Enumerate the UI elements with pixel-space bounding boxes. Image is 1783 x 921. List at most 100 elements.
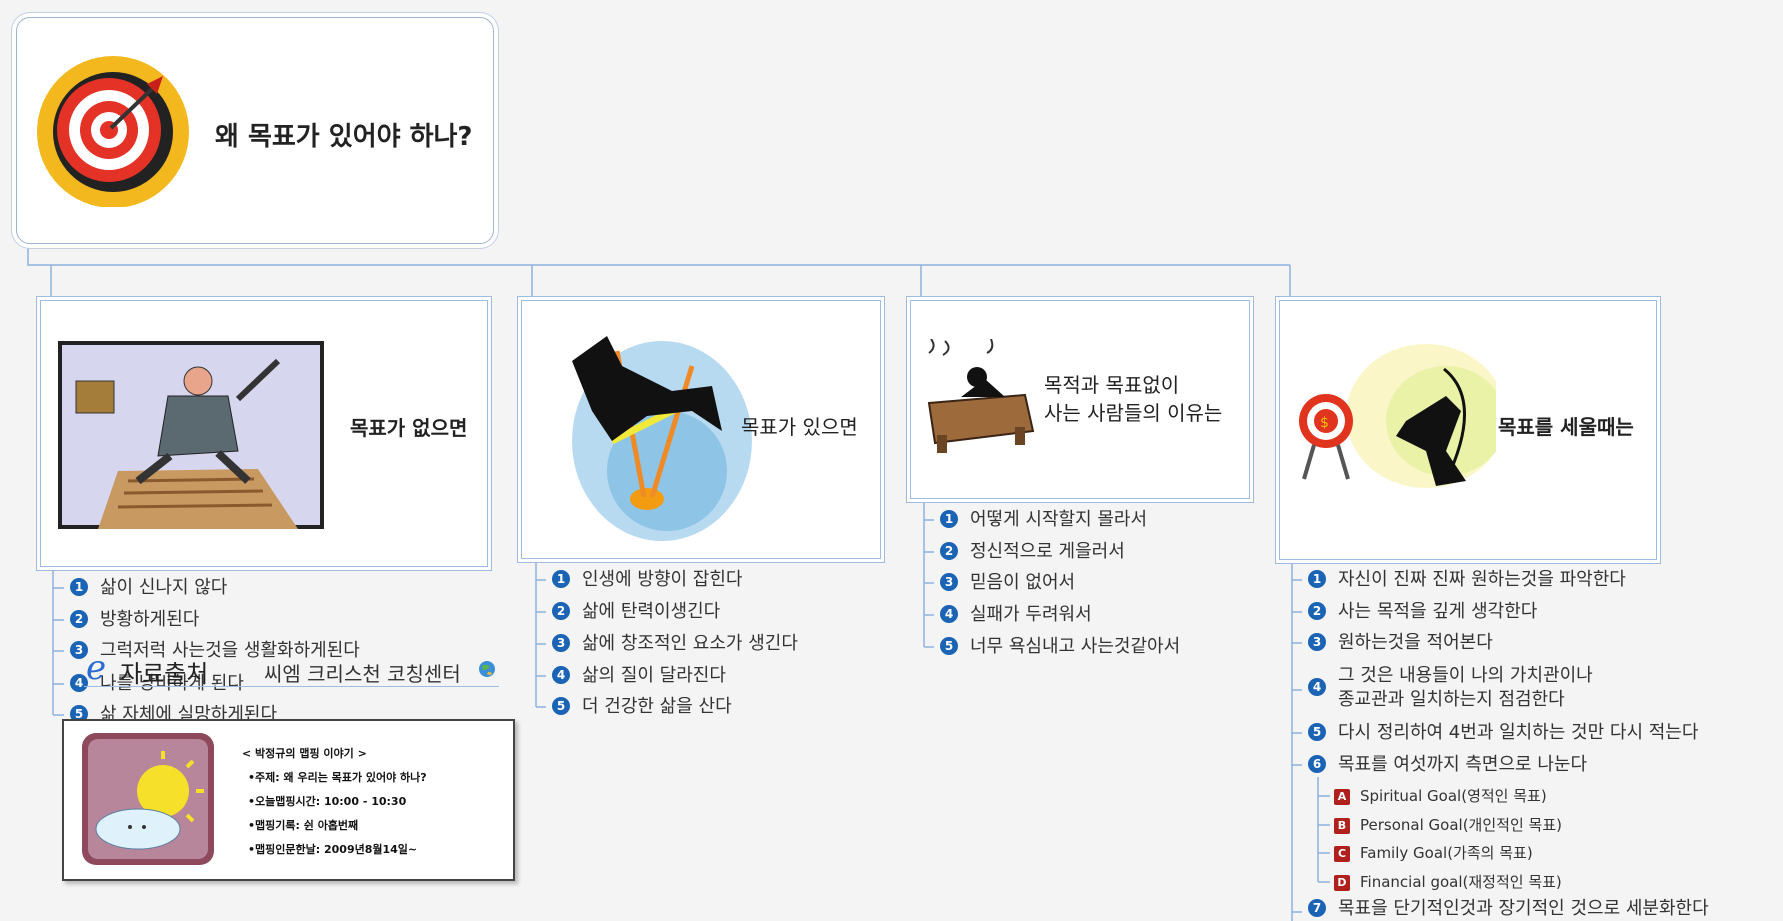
letter-badge-icon: C bbox=[1334, 846, 1350, 862]
number-badge-icon: 3 bbox=[1308, 633, 1326, 651]
card-line: •주제: 왜 우리는 목표가 있어야 하나? bbox=[248, 771, 427, 784]
number-badge-icon: 2 bbox=[552, 602, 570, 620]
list-item[interactable]: 4 그 것은 내용들이 나의 가치관이나 종교관과 일치하는지 점검한다 bbox=[1308, 664, 1593, 712]
source-org: 씨엠 크리스천 코칭센터 bbox=[264, 662, 461, 686]
source-link[interactable]: e 자료출처 씨엠 크리스천 코칭센터 bbox=[84, 648, 499, 688]
topic-title: 목표가 없으면 bbox=[350, 416, 468, 440]
number-badge-icon: 4 bbox=[552, 666, 570, 684]
number-badge-icon: 5 bbox=[940, 637, 958, 655]
sub-item[interactable]: A Spiritual Goal(영적인 목표) bbox=[1334, 785, 1547, 807]
number-badge-icon: 4 bbox=[70, 674, 88, 692]
topic-title: 목표가 있으면 bbox=[741, 415, 858, 439]
number-badge-icon: 4 bbox=[940, 605, 958, 623]
number-badge-icon: 3 bbox=[940, 573, 958, 591]
number-badge-icon: 3 bbox=[70, 641, 88, 659]
list-item[interactable]: 5 다시 정리하여 4번과 일치하는 것만 다시 적는다 bbox=[1308, 721, 1698, 745]
list-item-label: 너무 욕심내고 사는것같아서 bbox=[970, 636, 1181, 657]
number-badge-icon: 2 bbox=[940, 542, 958, 560]
list-item-label: 인생에 방향이 잡힌다 bbox=[582, 569, 743, 590]
list-item-label: 삶이 신나지 않다 bbox=[100, 577, 228, 598]
number-badge-icon: 1 bbox=[940, 510, 958, 528]
sub-item-label: Financial goal(재정적인 목표) bbox=[1360, 873, 1562, 891]
letter-badge-icon: A bbox=[1334, 789, 1350, 805]
list-item[interactable]: 1 인생에 방향이 잡힌다 bbox=[552, 568, 742, 592]
list-item[interactable]: 1 자신이 진짜 진짜 원하는것을 파악한다 bbox=[1308, 568, 1626, 592]
number-badge-icon: 1 bbox=[552, 570, 570, 588]
list-item-label: 자신이 진짜 진짜 원하는것을 파악한다 bbox=[1338, 569, 1626, 590]
sub-item-label: Spiritual Goal(영적인 목표) bbox=[1360, 787, 1547, 805]
list-item[interactable]: 4 실패가 두려워서 bbox=[940, 603, 1092, 627]
list-item[interactable]: 4 삶의 질이 달라진다 bbox=[552, 664, 726, 688]
topic-reasons-without-goals[interactable]: 목적과 목표없이 사는 사람들의 이유는 bbox=[910, 300, 1250, 499]
card-line: •오늘맵핑시간: 10:00 - 10:30 bbox=[248, 795, 407, 808]
number-badge-icon: 5 bbox=[70, 705, 88, 723]
list-item-label: 삶의 질이 달라진다 bbox=[582, 665, 726, 686]
number-badge-icon: 1 bbox=[1308, 570, 1326, 588]
list-item[interactable]: 5 더 건강한 삶을 산다 bbox=[552, 695, 732, 719]
ie-browser-icon: e bbox=[86, 648, 107, 688]
list-item-label: 더 건강한 삶을 산다 bbox=[582, 696, 732, 717]
source-label: 자료출처 bbox=[120, 660, 209, 688]
list-item[interactable]: 1 어떻게 시작할지 몰라서 bbox=[940, 508, 1147, 532]
card-title: < 박정규의 맵핑 이야기 > bbox=[242, 747, 367, 760]
person-at-desk-icon bbox=[927, 339, 1035, 453]
list-item-label: 그 것은 내용들이 나의 가치관이나 bbox=[1338, 665, 1593, 686]
letter-badge-icon: B bbox=[1334, 818, 1350, 834]
topic-title-line: 사는 사람들의 이유는 bbox=[1044, 401, 1223, 425]
list-item-label: 다시 정리하여 4번과 일치하는 것만 다시 적는다 bbox=[1338, 722, 1699, 743]
topic-without-goals[interactable]: 목표가 없으면 bbox=[40, 300, 488, 567]
globe-icon bbox=[479, 661, 495, 677]
list-item[interactable]: 6 목표를 여섯까지 측면으로 나눈다 bbox=[1308, 753, 1587, 777]
svg-text:$: $ bbox=[1320, 415, 1329, 431]
number-badge-icon: 3 bbox=[552, 634, 570, 652]
list-item-label: 믿음이 없어서 bbox=[970, 572, 1076, 593]
number-badge-icon: 6 bbox=[1308, 755, 1326, 773]
list-item-label: 사는 목적을 깊게 생각한다 bbox=[1338, 601, 1538, 622]
card-line: •맵핑기록: 쉰 아홉번째 bbox=[248, 819, 359, 832]
list-item[interactable]: 3 그럭저럭 사는것을 생활화하게된다 bbox=[70, 639, 360, 663]
card-line: •맵핑인문한날: 2009년8월14일~ bbox=[248, 843, 418, 856]
falling-businessman-icon bbox=[58, 341, 324, 529]
list-item[interactable]: 3 믿음이 없어서 bbox=[940, 571, 1075, 595]
list-item[interactable]: 2 삶에 탄력이생긴다 bbox=[552, 600, 720, 624]
topic-when-setting-goals[interactable]: $ 목표를 세울때는 bbox=[1279, 300, 1657, 560]
central-topic[interactable]: 왜 목표가 있어야 하나? bbox=[16, 17, 494, 244]
number-badge-icon: 2 bbox=[1308, 602, 1326, 620]
mapping-info-card: < 박정규의 맵핑 이야기 > •주제: 왜 우리는 목표가 있어야 하나? •… bbox=[62, 719, 515, 881]
number-badge-icon: 1 bbox=[70, 578, 88, 596]
list-item-label: 목표을 단기적인것과 장기적인 것으로 세분화한다 bbox=[1338, 898, 1709, 919]
sub-item[interactable]: D Financial goal(재정적인 목표) bbox=[1334, 871, 1562, 893]
list-item[interactable]: 4 나를 낭비하게 된다 bbox=[70, 672, 244, 696]
list-item-label: 삶에 탄력이생긴다 bbox=[582, 601, 721, 622]
topic-title: 목적과 목표없이 사는 사람들의 이유는 bbox=[1044, 371, 1222, 427]
list-item-label: 정신적으로 게을러서 bbox=[970, 541, 1125, 562]
number-badge-icon: 5 bbox=[1308, 723, 1326, 741]
number-badge-icon: 5 bbox=[552, 697, 570, 715]
list-item[interactable]: 3 삶에 창조적인 요소가 생긴다 bbox=[552, 632, 798, 656]
list-item-label: 그럭저럭 사는것을 생활화하게된다 bbox=[100, 640, 360, 661]
list-item-label: 원하는것을 적어본다 bbox=[1338, 632, 1493, 653]
list-item[interactable]: 1 삶이 신나지 않다 bbox=[70, 576, 227, 600]
archer-target-icon: $ bbox=[1299, 344, 1496, 488]
letter-badge-icon: D bbox=[1334, 875, 1350, 891]
number-badge-icon: 7 bbox=[1308, 899, 1326, 917]
pole-vaulter-icon bbox=[572, 336, 752, 541]
list-item-label: 어떻게 시작할지 몰라서 bbox=[970, 509, 1148, 530]
dartboard-icon bbox=[37, 56, 189, 207]
sun-cloud-icon bbox=[82, 733, 214, 865]
list-item[interactable]: 2 사는 목적을 깊게 생각한다 bbox=[1308, 600, 1537, 624]
list-item[interactable]: 7 목표을 단기적인것과 장기적인 것으로 세분화한다 bbox=[1308, 897, 1709, 921]
list-item-label: 목표를 여섯까지 측면으로 나눈다 bbox=[1338, 754, 1588, 775]
topic-with-goals[interactable]: 목표가 있으면 bbox=[521, 300, 881, 559]
list-item[interactable]: 2 정신적으로 게을러서 bbox=[940, 540, 1125, 564]
sub-item-label: Personal Goal(개인적인 목표) bbox=[1360, 816, 1562, 834]
list-item-label: 삶에 창조적인 요소가 생긴다 bbox=[582, 633, 798, 654]
sub-item[interactable]: B Personal Goal(개인적인 목표) bbox=[1334, 814, 1562, 836]
list-item-label: 실패가 두려워서 bbox=[970, 604, 1092, 625]
list-item[interactable]: 5 너무 욕심내고 사는것같아서 bbox=[940, 635, 1180, 659]
list-item-label: 나를 낭비하게 된다 bbox=[100, 673, 244, 694]
list-item[interactable]: 3 원하는것을 적어본다 bbox=[1308, 631, 1493, 655]
